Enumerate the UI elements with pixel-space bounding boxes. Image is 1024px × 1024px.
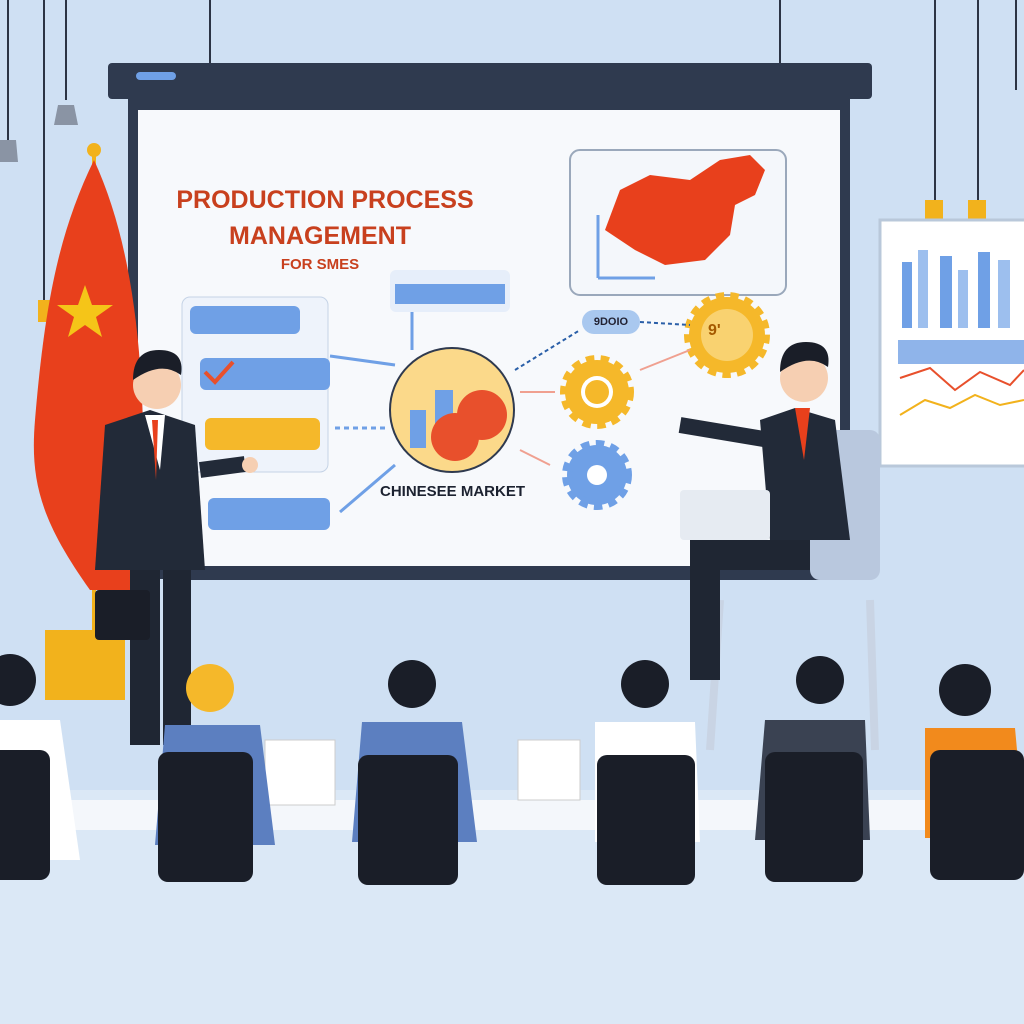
audience-member	[155, 664, 275, 882]
slide-subtitle: FOR SMES	[280, 256, 360, 273]
gear-label: 9'	[708, 322, 721, 339]
slide-title-line2: MANAGEMENT	[229, 222, 411, 250]
pendant-lamp	[0, 140, 18, 162]
audience	[0, 654, 1024, 885]
presenter-seated	[678, 342, 880, 751]
presenter-standing	[95, 350, 258, 745]
tablet	[517, 739, 581, 801]
badge-pill: 9DOIO	[582, 310, 640, 334]
pendant-lamp	[968, 200, 986, 220]
pendant-lamp	[54, 105, 78, 125]
tablet	[264, 739, 336, 806]
audience-member	[0, 654, 80, 880]
wall-chart-board	[878, 218, 1024, 468]
market-label: CHINESEE MARKET	[380, 483, 526, 500]
flow-cards	[181, 270, 510, 530]
audience-member	[755, 656, 870, 882]
slide-title-line1: PRODUCTION PROCESS	[176, 186, 474, 214]
china-map-card	[569, 149, 787, 296]
audience-member	[352, 660, 477, 885]
audience-member	[595, 660, 700, 885]
pendant-lamp	[925, 200, 943, 220]
ceiling-lights	[7, 0, 1017, 300]
gear-icons	[560, 292, 770, 510]
market-circle-icon	[389, 329, 581, 473]
audience-member	[925, 664, 1024, 880]
